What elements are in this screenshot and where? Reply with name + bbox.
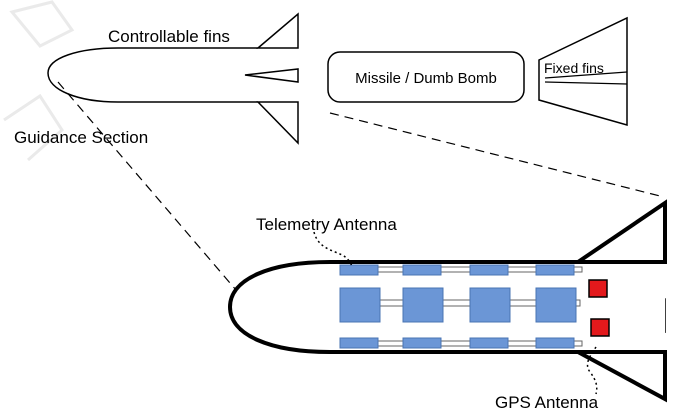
- component-block: [402, 264, 442, 276]
- component-block: [535, 264, 575, 276]
- component-module: [402, 287, 444, 323]
- gps-antennas: [588, 279, 610, 337]
- gps-antenna-upper: [588, 279, 608, 298]
- gps-antenna-label: GPS Antenna: [495, 393, 599, 410]
- missile-body-box: [327, 51, 525, 103]
- component-block: [339, 264, 379, 276]
- watermark: [3, 0, 75, 162]
- zoom-lines: [57, 81, 661, 291]
- component-block: [535, 337, 575, 349]
- fixed-fins: [538, 16, 628, 126]
- gps-antenna-lower: [590, 318, 610, 337]
- controllable-fins: [244, 12, 299, 145]
- component-block: [469, 337, 509, 349]
- telemetry-antenna-label: Telemetry Antenna: [256, 215, 397, 234]
- telemetry-antenna-rail: [339, 264, 583, 276]
- component-block: [339, 337, 379, 349]
- missile-body-label: Missile / Dumb Bomb: [355, 70, 497, 87]
- component-block: [402, 337, 442, 349]
- guidance-section-nose: [47, 47, 245, 103]
- enlarged-guidance-section: [227, 199, 667, 403]
- fixed-fins-label: Fixed fins: [544, 60, 604, 76]
- bottom-rail: [339, 337, 583, 349]
- component-module: [339, 287, 381, 323]
- component-module: [535, 287, 577, 323]
- component-module: [469, 287, 511, 323]
- controllable-fins-label: Controllable fins: [108, 27, 230, 46]
- component-block: [469, 264, 509, 276]
- component-row: [339, 287, 581, 323]
- guidance-section-label: Guidance Section: [14, 128, 148, 147]
